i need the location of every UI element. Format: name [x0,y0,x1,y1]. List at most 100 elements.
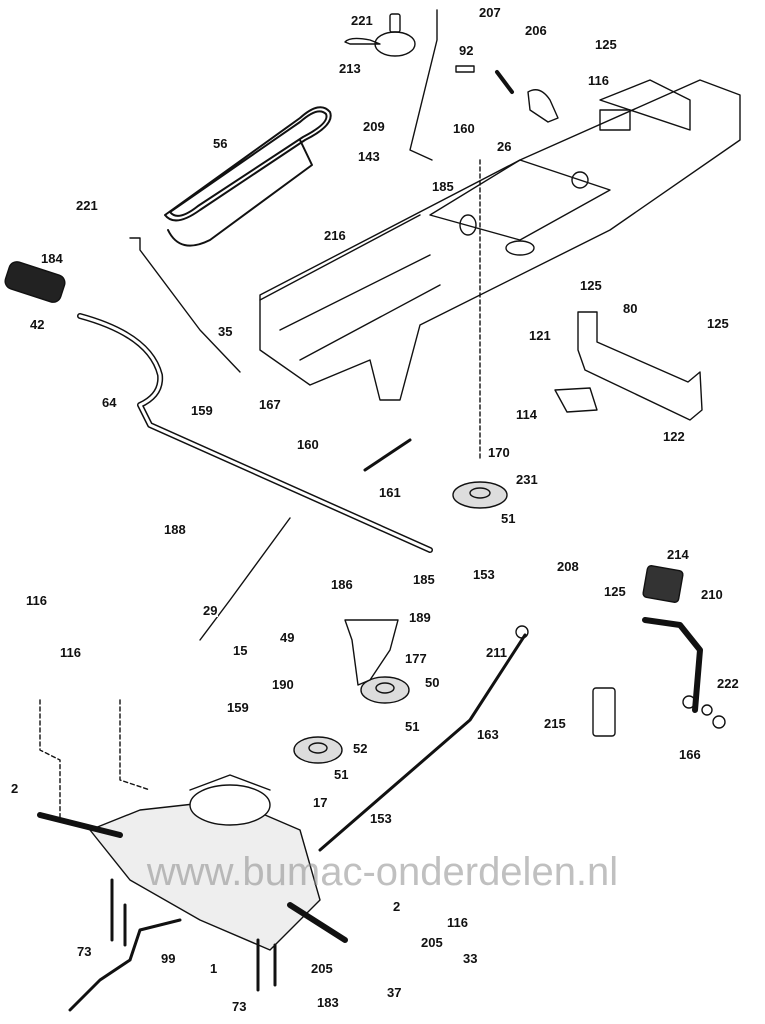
brake-pedal [642,617,703,713]
part-label-2[interactable]: 2 [10,781,20,796]
part-label-64[interactable]: 64 [101,395,118,410]
part-label-50[interactable]: 50 [424,675,441,690]
part-label-80[interactable]: 80 [622,301,639,316]
part-label-114[interactable]: 114 [515,407,538,422]
part-label-190[interactable]: 190 [271,677,295,692]
bracket [527,89,559,123]
part-label-42[interactable]: 42 [29,317,46,332]
part-label-1[interactable]: 1 [209,961,219,976]
part-label-92[interactable]: 92 [458,43,475,58]
lift-lever-inner [78,314,432,552]
part-label-15[interactable]: 15 [232,643,249,658]
part-label-184[interactable]: 184 [40,251,64,266]
part-label-52[interactable]: 52 [352,741,369,756]
pad-215 [592,687,616,737]
part-label-231[interactable]: 231 [515,472,539,487]
part-label-221[interactable]: 221 [350,13,374,28]
knob [374,31,416,57]
part-label-163[interactable]: 163 [476,727,500,742]
part-label-51[interactable]: 51 [404,719,421,734]
part-label-121[interactable]: 121 [528,328,552,343]
part-label-206[interactable]: 206 [524,23,548,38]
part-label-222[interactable]: 222 [716,676,740,691]
part-label-56[interactable]: 56 [212,136,229,151]
part-label-205[interactable]: 205 [310,961,334,976]
part-label-116[interactable]: 116 [59,645,82,660]
part-label-125[interactable]: 125 [594,37,618,52]
dashed-guide [39,699,151,821]
part-label-188[interactable]: 188 [163,522,187,537]
part-label-214[interactable]: 214 [666,547,690,562]
part-label-125[interactable]: 125 [706,316,730,331]
part-label-177[interactable]: 177 [404,651,428,666]
part-label-116[interactable]: 116 [587,73,610,88]
part-label-161[interactable]: 161 [378,485,402,500]
part-label-125[interactable]: 125 [579,278,603,293]
part-label-37[interactable]: 37 [386,985,403,1000]
rod-99 [68,918,182,1012]
part-label-210[interactable]: 210 [700,587,724,602]
part-label-183[interactable]: 183 [316,995,340,1010]
part-label-33[interactable]: 33 [462,951,479,966]
pedal-pad [642,565,684,603]
part-label-211[interactable]: 211 [485,645,508,660]
part-label-116[interactable]: 116 [25,593,48,608]
transmission [37,774,348,951]
lift-rod [409,9,438,161]
part-label-221[interactable]: 221 [75,198,99,213]
part-label-160[interactable]: 160 [452,121,476,136]
bolts-73 [110,878,277,992]
part-label-166[interactable]: 166 [678,747,702,762]
part-label-185[interactable]: 185 [431,179,455,194]
part-label-49[interactable]: 49 [279,630,296,645]
part-label-73[interactable]: 73 [76,944,93,959]
part-label-2[interactable]: 2 [392,899,402,914]
knob-stem [389,13,401,33]
bushing [682,695,696,709]
part-label-159[interactable]: 159 [226,700,250,715]
pulley-52 [293,736,343,764]
part-label-29[interactable]: 29 [202,603,219,618]
drive-belt [164,106,332,222]
part-label-207[interactable]: 207 [478,5,502,20]
part-label-17[interactable]: 17 [312,795,329,810]
part-label-216[interactable]: 216 [323,228,347,243]
part-label-125[interactable]: 125 [603,584,627,599]
pulley-231 [452,481,508,509]
part-label-99[interactable]: 99 [160,951,177,966]
rod-29 [199,517,291,641]
part-label-153[interactable]: 153 [472,567,496,582]
pin [455,65,475,73]
belt-return [167,139,313,247]
part-label-160[interactable]: 160 [296,437,320,452]
part-label-26[interactable]: 26 [496,139,513,154]
part-label-51[interactable]: 51 [333,767,350,782]
spring [363,438,412,472]
part-label-153[interactable]: 153 [369,811,393,826]
part-label-122[interactable]: 122 [662,429,686,444]
part-label-51[interactable]: 51 [500,511,517,526]
part-label-215[interactable]: 215 [543,716,567,731]
part-label-116[interactable]: 116 [446,915,469,930]
part-label-189[interactable]: 189 [408,610,432,625]
pulley-50 [360,676,410,704]
part-label-208[interactable]: 208 [556,559,580,574]
handle-grip [4,261,66,303]
part-label-159[interactable]: 159 [190,403,214,418]
part-label-205[interactable]: 205 [420,935,444,950]
part-label-186[interactable]: 186 [330,577,354,592]
control-rod [129,237,241,373]
shield [577,311,703,421]
part-label-185[interactable]: 185 [412,572,436,587]
tractor-frame [259,79,741,401]
part-label-170[interactable]: 170 [487,445,511,460]
part-label-209[interactable]: 209 [362,119,386,134]
part-label-143[interactable]: 143 [357,149,381,164]
part-label-167[interactable]: 167 [258,397,282,412]
hinge-bracket [554,387,598,413]
part-label-213[interactable]: 213 [338,61,362,76]
part-label-35[interactable]: 35 [217,324,234,339]
part-label-73[interactable]: 73 [231,999,248,1014]
